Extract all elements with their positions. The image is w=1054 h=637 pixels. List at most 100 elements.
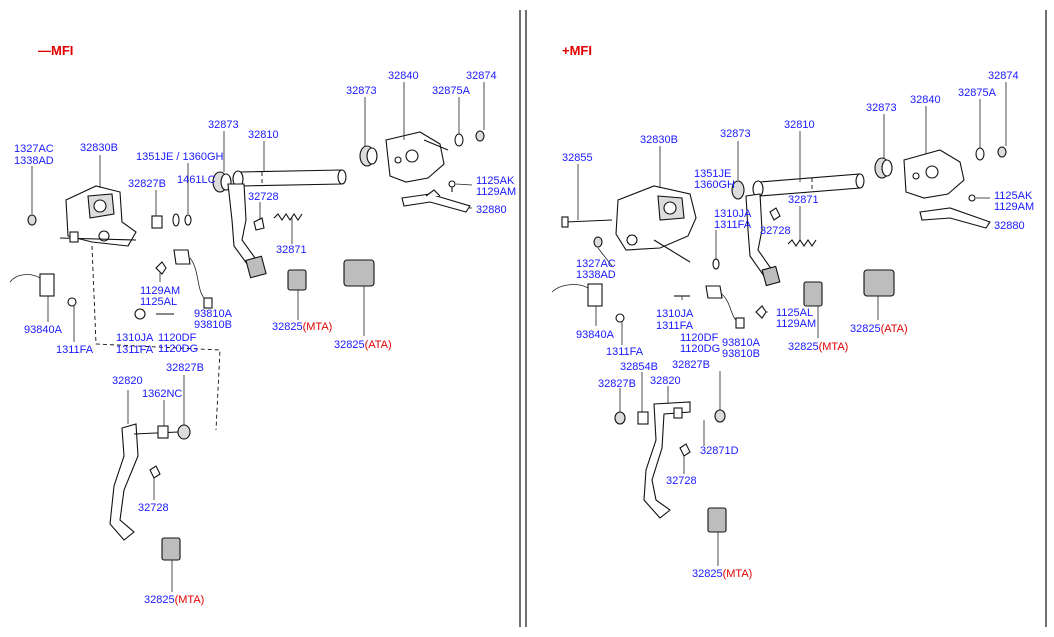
label-mta-lower-tag: (MTA)	[175, 594, 205, 606]
label-1351JE-right: 1351JE	[694, 168, 731, 180]
bushing-1362NC	[157, 425, 169, 439]
bushing-32873-right-right-panel	[874, 157, 893, 179]
label-1125AL: 1125AL	[140, 296, 177, 308]
label-32825-ata-number: 32825	[334, 339, 365, 351]
label-32825-mta-right-lower: 32825(MTA)	[692, 568, 752, 580]
label-93810B: 93810B	[194, 319, 232, 331]
label-93840A: 93840A	[24, 324, 63, 336]
label-32825-mta-upper: 32825(MTA)	[272, 321, 332, 333]
washer-1351JE	[172, 213, 180, 227]
nut-1125AL-right	[755, 305, 767, 319]
label-32825-mta-right: 32825(MTA)	[788, 341, 848, 353]
label-1327AC-right: 1327AC	[576, 258, 616, 270]
label-1125AK-right: 1125AK	[994, 190, 1033, 202]
label-32871: 32871	[276, 244, 307, 256]
sensor-93840A-right	[551, 283, 625, 323]
label-32728-lower: 32728	[138, 502, 169, 514]
label-32728-right-lower: 32728	[666, 475, 697, 487]
label-mta-upper-tag: (MTA)	[303, 321, 333, 333]
label-1120DF-right: 1120DF	[680, 332, 719, 344]
pedal-pad-mta-right-lower	[707, 507, 727, 533]
bushing-32854B	[637, 411, 649, 425]
label-32874: 32874	[466, 70, 497, 82]
label-1311FA-b-right: 1311FA	[656, 320, 694, 332]
brake-pedal-arm-right	[745, 193, 781, 287]
label-32873-right: 32873	[346, 85, 377, 97]
bracket-32830B	[59, 185, 137, 247]
shaft-32810-right	[752, 173, 865, 198]
spring-32871-right	[787, 239, 817, 247]
label-32827B-b-right: 32827B	[672, 359, 710, 371]
link-32880	[401, 180, 471, 213]
label-32840-right: 32840	[910, 94, 941, 106]
pedal-pad-ata-right	[863, 269, 895, 297]
label-32728-right: 32728	[760, 225, 791, 237]
label-ata-right-tag: (ATA)	[881, 323, 908, 335]
label-ata-tag: (ATA)	[365, 339, 392, 351]
label-1120DG: 1120DG	[158, 343, 198, 355]
left-leader-lines	[31, 82, 485, 592]
label-mta-right-lower-tag: (MTA)	[723, 568, 753, 580]
label-32825-mta-right-number: 32825	[788, 341, 819, 353]
nut-1327AC	[27, 214, 37, 226]
right-panel: +MFI	[551, 43, 1034, 580]
pedal-pad-mta-right	[803, 281, 823, 307]
label-32830B-right: 32830B	[640, 134, 678, 146]
nut-1310JA	[134, 308, 146, 320]
bushing-32827B-upper	[151, 215, 163, 229]
label-32871-right: 32871	[788, 194, 819, 206]
label-93810A-right: 93810A	[722, 337, 761, 349]
label-32825-ata-right: 32825(ATA)	[850, 323, 908, 335]
sensor-93840A	[9, 273, 77, 307]
shaft-32810	[232, 169, 347, 188]
washer-1310JA-right	[712, 258, 720, 270]
label-mta-right-tag: (MTA)	[819, 341, 849, 353]
clip-1461LC	[184, 214, 192, 226]
clip-32874	[475, 130, 485, 142]
right-leader-lines	[577, 82, 1007, 566]
label-32830B: 32830B	[80, 142, 118, 154]
label-32827B-upper: 32827B	[128, 178, 166, 190]
clutch-guide-dash	[91, 245, 221, 431]
switch-93810A	[173, 249, 213, 309]
label-1120DG-right: 1120DG	[680, 343, 720, 355]
label-1310JA-b-right: 1310JA	[656, 308, 694, 320]
label-1125AL-right: 1125AL	[776, 307, 813, 319]
label-32854B: 32854B	[620, 361, 658, 373]
label-93810B-right: 93810B	[722, 348, 760, 360]
link-32880-right	[919, 194, 991, 229]
label-1311FA-c-right: 1311FA	[606, 346, 644, 358]
clutch-pedal-32820	[109, 423, 191, 541]
label-32880-right: 32880	[994, 220, 1025, 232]
bolt-32728-right	[769, 207, 781, 221]
label-32810-right: 32810	[784, 119, 815, 131]
bushing-32873-left-right-panel	[731, 180, 745, 200]
label-32820-right: 32820	[650, 375, 681, 387]
pedal-pad-mta-upper	[287, 269, 307, 291]
brake-pedal-arm	[227, 183, 267, 279]
spring-32871	[273, 213, 303, 221]
label-1129AM-right-r: 1129AM	[994, 201, 1034, 213]
label-32840: 32840	[388, 70, 419, 82]
right-panel-header: +MFI	[562, 43, 592, 58]
label-32873-left: 32873	[208, 119, 239, 131]
label-32871D: 32871D	[700, 445, 739, 457]
bushing-32873-left	[212, 171, 232, 193]
label-93810A: 93810A	[194, 308, 233, 320]
label-32825-mta-upper-number: 32825	[272, 321, 303, 333]
label-32825-ata: 32825(ATA)	[334, 339, 392, 351]
label-1338AD: 1338AD	[14, 155, 54, 167]
label-32825-ata-right-number: 32825	[850, 323, 881, 335]
label-1125AK: 1125AK	[476, 175, 515, 187]
bushing-32827B-lower	[177, 424, 191, 440]
label-32825-mta-lower-number: 32825	[144, 594, 175, 606]
bracket-32840-right	[903, 149, 965, 199]
label-32875A-right: 32875A	[958, 87, 997, 99]
washer-32875A-right	[975, 147, 985, 161]
bolt-32855	[561, 216, 613, 228]
label-1129AM-right-b: 1129AM	[776, 318, 816, 330]
bushing-32873-right	[359, 145, 378, 167]
label-32825-mta-right-lower-number: 32825	[692, 568, 723, 580]
label-32728-upper: 32728	[248, 191, 279, 203]
